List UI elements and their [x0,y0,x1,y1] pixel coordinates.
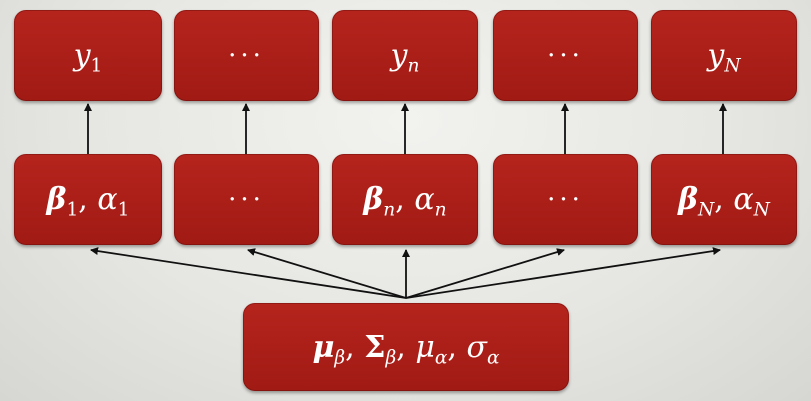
output-node-2: ··· [174,10,319,101]
param-3-alpha-sub: n [434,199,447,221]
arrow-hyper-to-param-1 [90,247,407,299]
output-5-base: y [707,38,725,73]
hyper-mu-beta: μ [312,329,335,365]
output-1-sub: 1 [90,55,103,77]
output-3-base: y [390,38,408,73]
param-4-dots: ··· [547,184,584,215]
param-5-alpha: α [733,182,754,217]
arrow-hyper-to-param-4 [405,248,565,299]
param-node-5: βN, αN [651,154,797,245]
hyper-sigma-beta: Σ [364,329,386,365]
param-1-comma: , [78,182,88,217]
arrow-hyper-to-param-5 [405,247,721,299]
hyper-comma-1: , [345,329,355,365]
output-3-sub: n [407,55,420,77]
hyperparameter-node: μβ, Σβ, μα, σα [243,303,569,391]
output-5-sub: N [724,55,741,77]
param-node-3: βn, αn [332,154,478,245]
hyper-mu-alpha: μ [415,329,435,365]
param-node-1: β1, α1 [14,154,162,245]
hyper-mu-alpha-sub: α [434,347,448,368]
param-5-alpha-sub: N [753,199,770,221]
param-3-comma: , [395,182,405,217]
output-node-3: yn [332,10,478,101]
param-2-dots: ··· [228,184,265,215]
hyper-sigma-beta-sub: β [385,347,397,368]
param-1-beta: β [46,182,67,217]
output-4-dots: ··· [547,40,584,71]
param-5-beta-sub: N [698,199,715,221]
hyper-mu-beta-sub: β [334,347,346,368]
output-1-base: y [73,38,91,73]
hyper-sigma-alpha: σ [466,329,487,365]
output-2-dots: ··· [228,40,265,71]
hyper-comma-2: , [396,329,406,365]
output-node-1: y1 [14,10,162,101]
param-3-beta: β [363,182,384,217]
param-node-4: ··· [493,154,638,245]
param-node-2: ··· [174,154,319,245]
param-1-alpha-sub: 1 [117,199,130,221]
hyper-sigma-alpha-sub: α [486,347,500,368]
param-5-beta: β [678,182,698,217]
hyper-comma-3: , [447,329,457,365]
param-5-comma: , [714,182,724,217]
output-node-4: ··· [493,10,638,101]
output-node-5: yN [651,10,797,101]
param-1-alpha: α [97,182,118,217]
arrow-hyper-to-param-2 [247,248,407,299]
param-1-beta-sub: 1 [66,199,79,221]
param-3-alpha: α [414,182,435,217]
param-3-beta-sub: n [383,199,396,221]
